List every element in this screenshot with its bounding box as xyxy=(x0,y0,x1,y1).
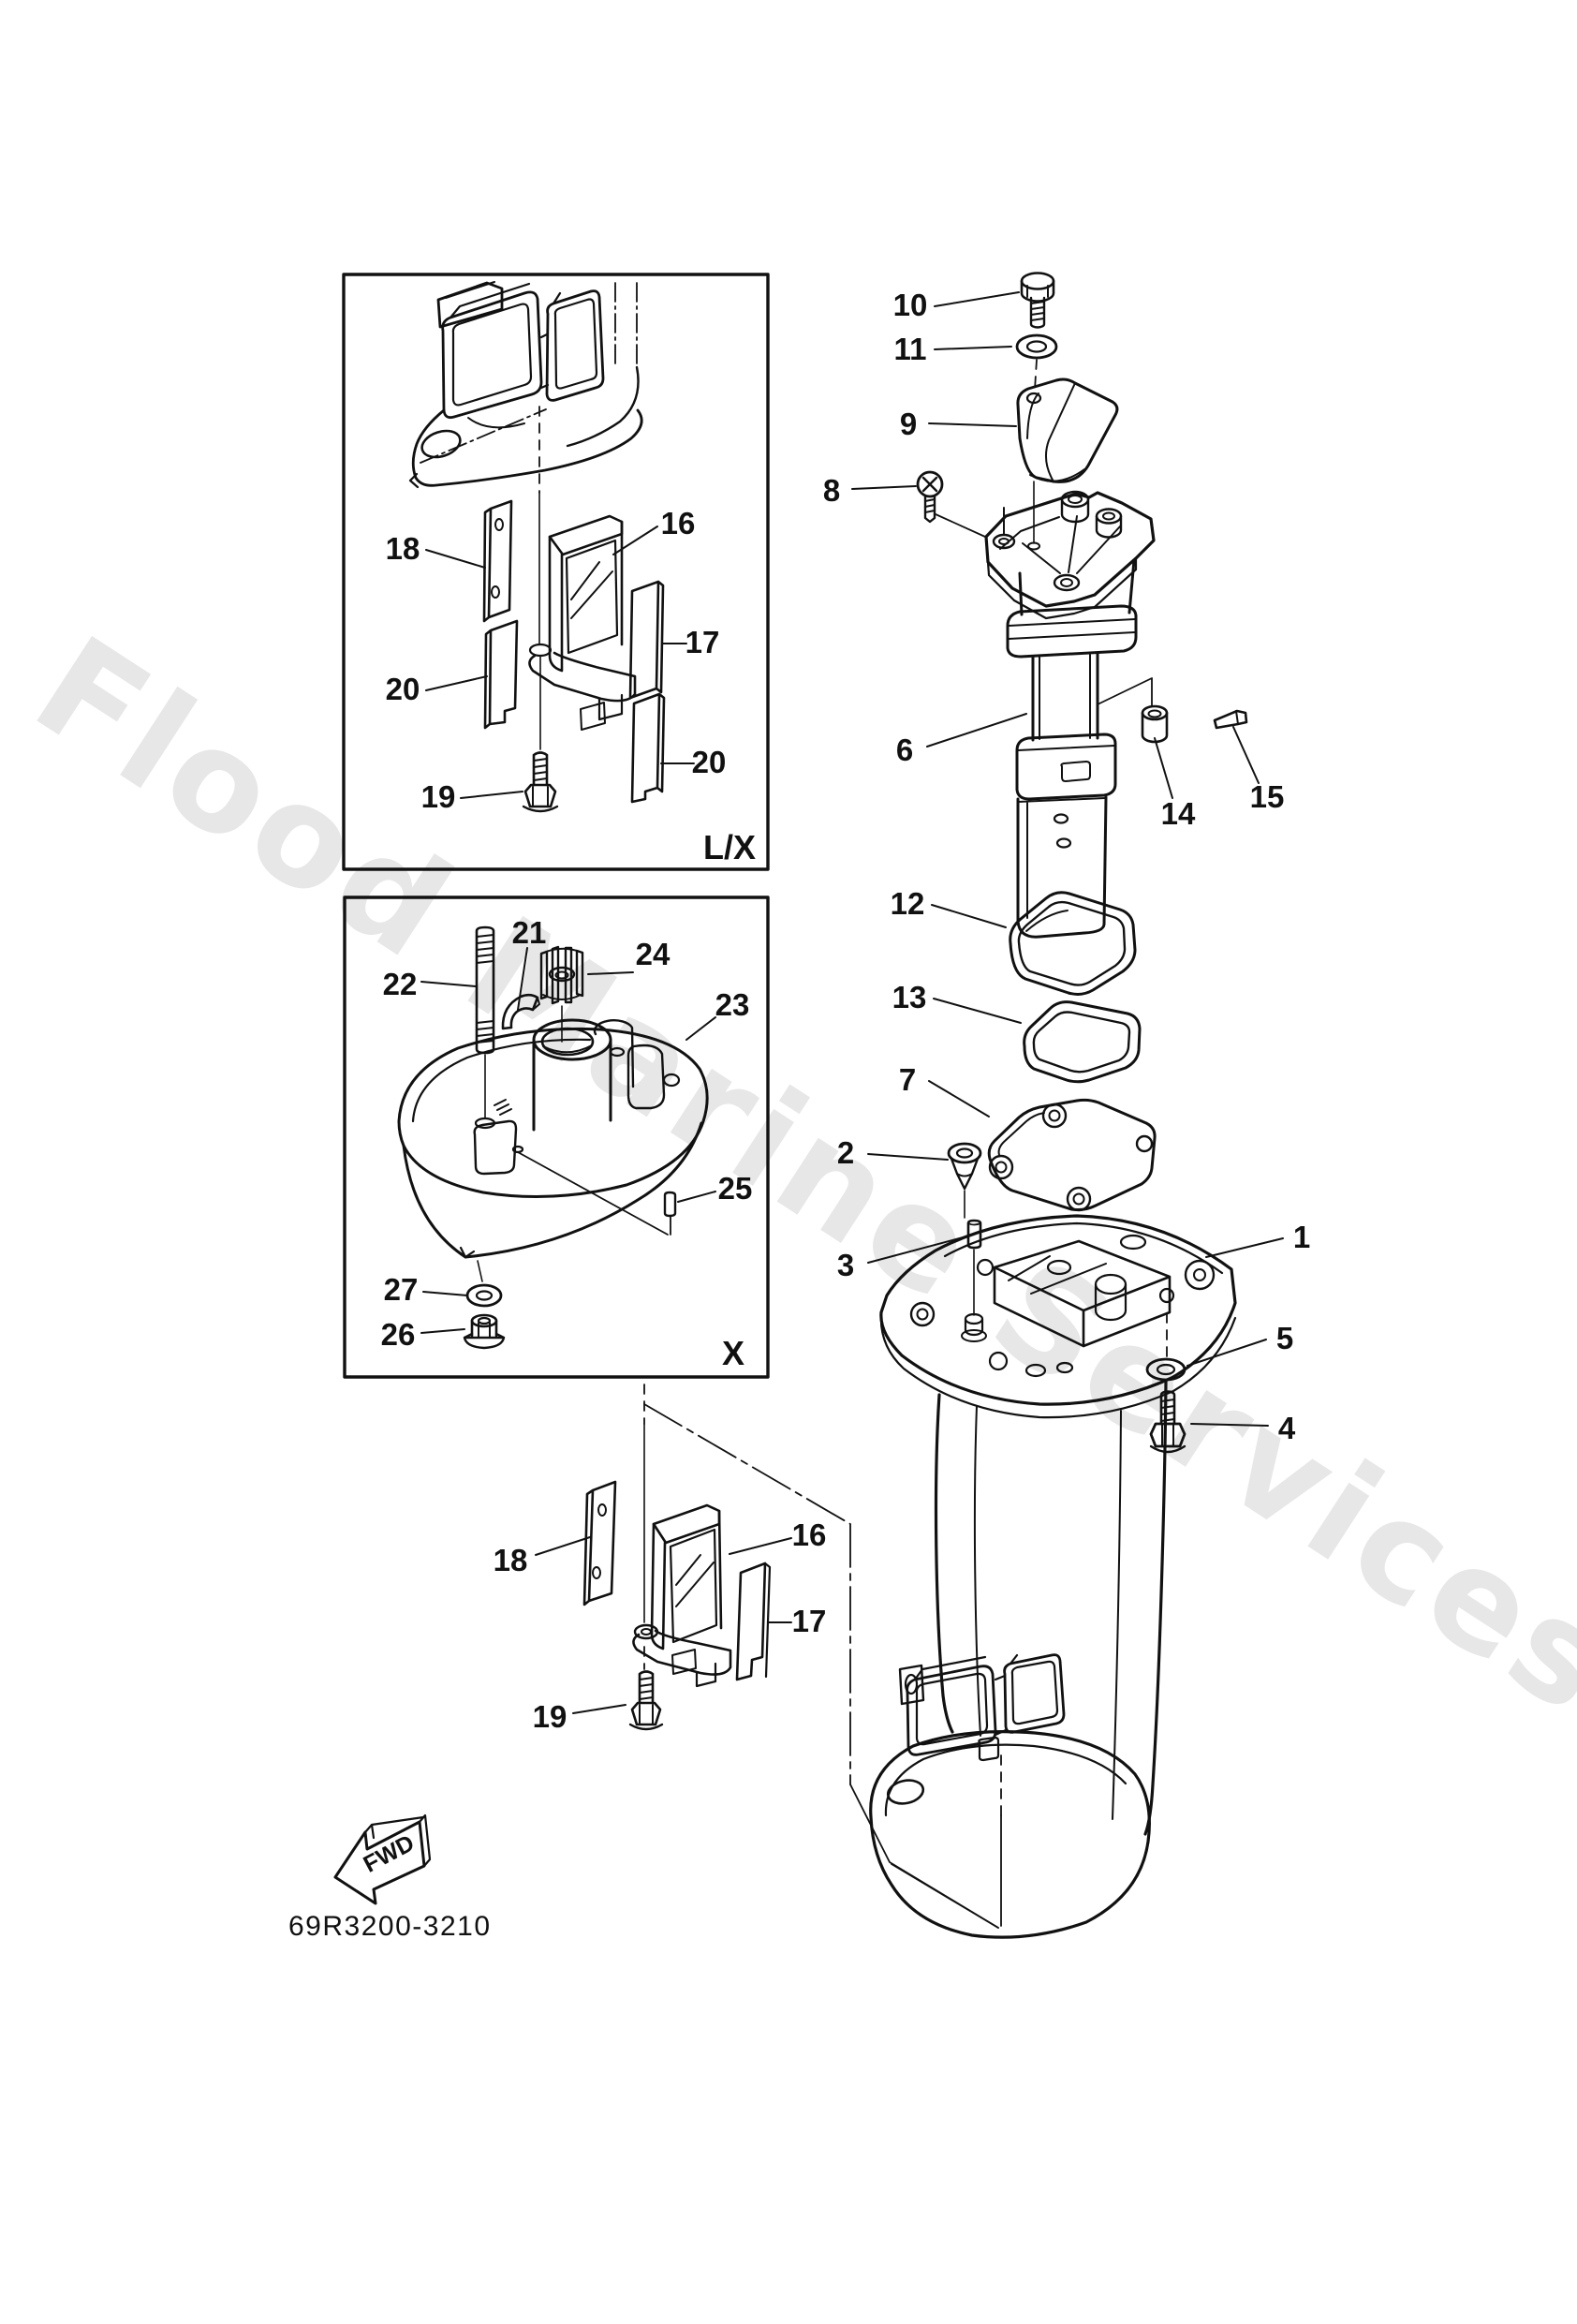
callout-11: 11 xyxy=(894,332,927,366)
callout-5: 5 xyxy=(1276,1321,1293,1355)
callout-22-x: 22 xyxy=(383,967,418,1001)
lx-inset-box: 18 16 17 20 20 19 L/X xyxy=(342,273,770,871)
part-12-gasket xyxy=(1009,891,1137,996)
callout-19-bottom: 19 xyxy=(533,1699,567,1734)
fwd-arrow-face xyxy=(333,1820,426,1905)
callout-10: 10 xyxy=(893,288,928,322)
callout-8: 8 xyxy=(823,473,840,508)
callout-17-bottom: 17 xyxy=(792,1604,827,1638)
lx-part-17-damper-strip xyxy=(628,580,665,700)
lx-center-axis xyxy=(538,492,541,750)
part-2-plug xyxy=(947,1142,982,1219)
bottom-assembly: 18 16 17 19 xyxy=(494,1384,1002,1929)
anode-axis-dashed xyxy=(1034,359,1038,391)
bottom-boundary-line xyxy=(643,1403,851,1785)
callout-2: 2 xyxy=(837,1135,854,1170)
lx-part-19-bolt xyxy=(522,751,559,813)
callout-12: 12 xyxy=(891,886,925,921)
callout-17-lx: 17 xyxy=(685,625,720,659)
part-11-washer xyxy=(1015,333,1058,360)
callout-4: 4 xyxy=(1278,1411,1296,1445)
callout-24-x: 24 xyxy=(636,937,671,971)
x-part-25-dowel-pin xyxy=(517,1151,677,1236)
main-exploded-view: 10 11 9 8 6 14 15 12 13 7 2 3 1 5 4 xyxy=(823,272,1310,1939)
lx-variant-label: L/X xyxy=(703,828,756,866)
lx-casing-section xyxy=(408,281,643,489)
watermark-text: Flood Marine Services xyxy=(8,606,1577,1746)
callout-20-left-lx: 20 xyxy=(386,672,420,706)
part-3-pin xyxy=(961,1219,987,1342)
callout-7: 7 xyxy=(899,1062,916,1097)
lx-part-20-damper-strip-left xyxy=(483,619,519,730)
callout-26-x: 26 xyxy=(381,1317,416,1352)
x-part-23-pump-base xyxy=(397,1018,709,1282)
callout-18-lx: 18 xyxy=(386,531,420,566)
main-leader-lines xyxy=(851,291,1284,1427)
callout-9: 9 xyxy=(900,407,917,441)
callout-14: 14 xyxy=(1161,796,1196,831)
callout-16-lx: 16 xyxy=(661,506,696,540)
bottom-pointer-line xyxy=(849,1784,999,1929)
fwd-arrow-3d-edges xyxy=(363,1813,432,1868)
x-inset-box: 22 21 24 23 25 27 26 X xyxy=(343,896,770,1379)
lx-inset-border xyxy=(342,273,770,871)
callout-25-x: 25 xyxy=(718,1171,753,1206)
bottom-part-19-bolt xyxy=(628,1670,664,1731)
bottom-part-16-bracket xyxy=(632,1503,732,1688)
callout-21-x: 21 xyxy=(512,915,547,950)
part-7-gasket-plate xyxy=(987,1098,1157,1212)
callout-1: 1 xyxy=(1293,1220,1310,1254)
x-part-26-flange-nut xyxy=(463,1313,506,1350)
part-8-screw xyxy=(916,470,986,538)
callout-6: 6 xyxy=(896,733,913,767)
part-9-anode xyxy=(1016,377,1119,551)
x-variant-label: X xyxy=(722,1334,744,1372)
bottom-leader-lines xyxy=(535,1536,792,1714)
callout-3: 3 xyxy=(837,1248,854,1282)
casing-pointer-line xyxy=(891,1814,1002,1929)
part-10-bolt xyxy=(1020,272,1055,329)
bottom-part-17-damper-strip xyxy=(735,1562,772,1681)
part-13-gasket xyxy=(1023,1000,1142,1084)
fwd-direction-arrow: FWD xyxy=(333,1813,432,1905)
part-15-pin xyxy=(1213,709,1248,730)
callout-23-x: 23 xyxy=(715,987,750,1022)
callout-20-right-lx: 20 xyxy=(692,745,727,779)
callout-13: 13 xyxy=(892,980,927,1014)
part-4-bolt xyxy=(1149,1390,1186,1454)
callout-19-lx: 19 xyxy=(421,779,456,814)
drawing-number: 69R3200-3210 xyxy=(288,1911,492,1942)
lx-part-18-damper-strip xyxy=(482,499,513,623)
part-1-upper-casing xyxy=(869,1214,1237,1939)
x-part-21-woodruff-key xyxy=(501,993,540,1030)
callout-16-bottom: 16 xyxy=(792,1517,827,1552)
part-14-bushing xyxy=(1141,704,1169,744)
x-inset-border xyxy=(343,896,770,1379)
callout-18-bottom: 18 xyxy=(494,1543,528,1577)
part-5-washer xyxy=(1145,1312,1186,1382)
callout-27-x: 27 xyxy=(384,1272,419,1307)
lx-leader-lines xyxy=(425,525,695,799)
x-leader-lines xyxy=(420,947,716,1334)
x-part-27-washer xyxy=(465,1283,503,1308)
lx-part-16-bracket xyxy=(528,514,637,731)
x-part-24-impeller xyxy=(539,945,584,1043)
bottom-part-18-damper-strip xyxy=(582,1480,617,1606)
part-6-muffler-assembly xyxy=(984,490,1156,939)
lx-part-20-damper-strip-right xyxy=(630,692,666,804)
callout-15: 15 xyxy=(1250,779,1285,814)
